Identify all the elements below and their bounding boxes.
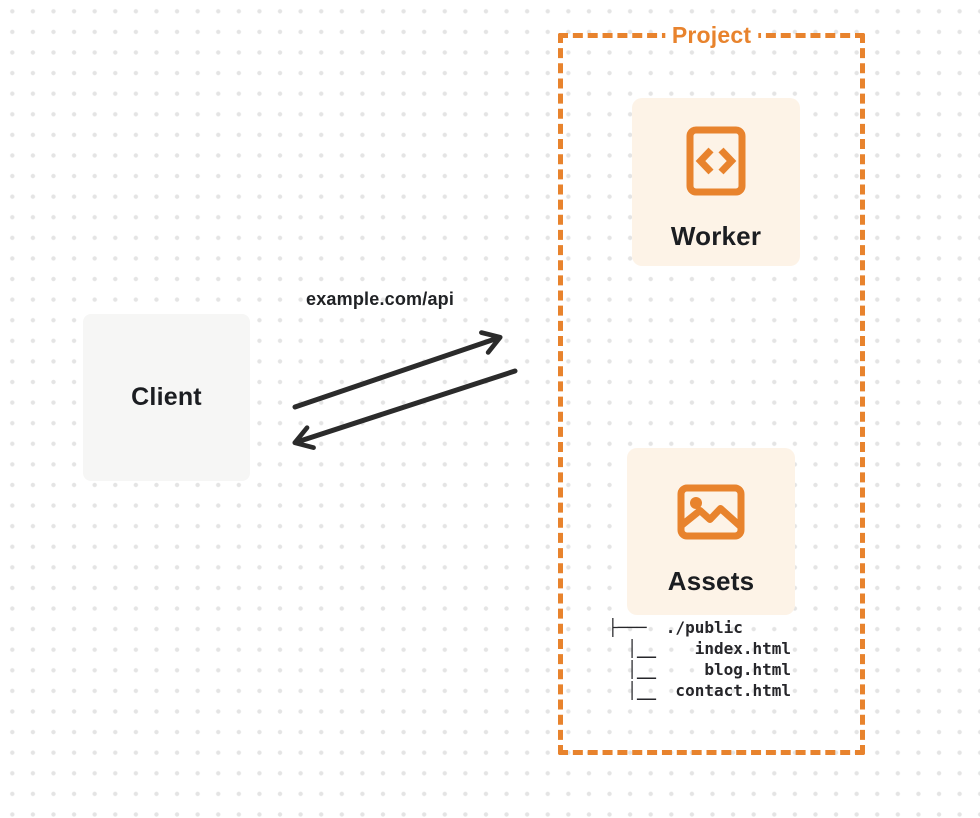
worker-node: Worker xyxy=(632,98,800,266)
project-title: Project xyxy=(664,20,759,50)
response-arrow xyxy=(292,368,518,450)
client-label: Client xyxy=(131,383,202,411)
client-node: Client xyxy=(83,314,250,481)
assets-node: Assets xyxy=(627,448,795,615)
request-arrow xyxy=(292,330,503,410)
code-file-icon xyxy=(686,126,746,196)
assets-label: Assets xyxy=(667,566,755,596)
image-icon xyxy=(677,484,745,540)
worker-label: Worker xyxy=(670,221,762,251)
request-route-label: example.com/api xyxy=(306,289,455,309)
assets-file-tree: ├─── ./public │__ index.html │__ blog.ht… xyxy=(608,618,792,700)
project-boundary: Project xyxy=(558,20,865,755)
